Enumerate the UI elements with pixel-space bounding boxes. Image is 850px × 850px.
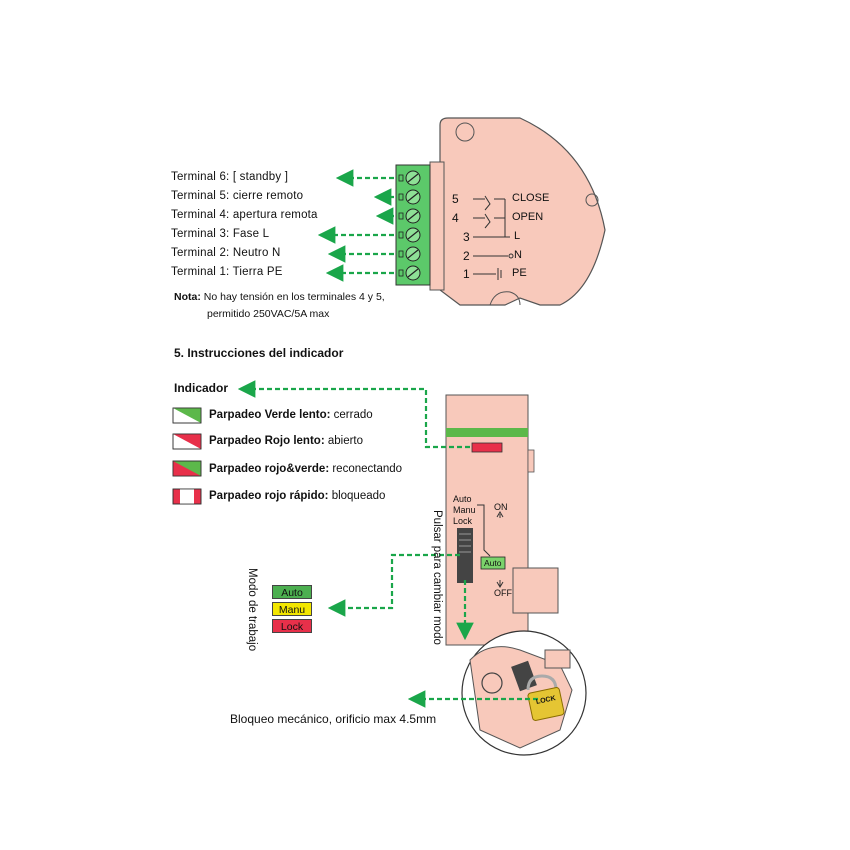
- label-close: CLOSE: [512, 192, 550, 204]
- terminal-2-label: Terminal 2: Neutro N: [171, 247, 281, 259]
- legend-bold-0: Parpadeo Verde lento:: [209, 409, 331, 421]
- terminal-5-label: Terminal 5: cierre remoto: [171, 190, 304, 202]
- device-housing-bottom: [445, 394, 559, 646]
- switch-label-off: OFF: [494, 588, 512, 598]
- legend-item-red-slow: Parpadeo Rojo lento: abierto: [209, 435, 363, 447]
- press-to-change-label: Pulsar para cambiar modo: [431, 510, 443, 645]
- switch-label-on: ON: [494, 502, 508, 512]
- legend-bold-1: Parpadeo Rojo lento:: [209, 435, 325, 447]
- label-n: N: [514, 249, 522, 261]
- indicator-label: Indicador: [174, 381, 229, 395]
- terminal-4-label: Terminal 4: apertura remota: [171, 209, 318, 221]
- legend-text-3: bloqueado: [328, 490, 386, 502]
- mode-box-manu: Manu: [272, 602, 312, 616]
- switch-label-manu: Manu: [453, 505, 476, 515]
- switch-label-auto: Auto: [453, 494, 472, 504]
- device-num-5: 5: [452, 192, 459, 206]
- device-num-4: 4: [452, 211, 459, 225]
- note-block: Nota: No hay tensión en los terminales 4…: [174, 289, 385, 306]
- switch-label-lock: Lock: [453, 516, 473, 526]
- internal-wiring: [473, 195, 514, 280]
- mode-box-lock: Lock: [272, 619, 312, 633]
- switch-auto-tag: Auto: [484, 558, 502, 568]
- legend-bold-3: Parpadeo rojo rápido:: [209, 490, 329, 502]
- mode-box-auto: Auto: [272, 585, 312, 599]
- note-line-2: permitido 250VAC/5A max: [207, 308, 330, 320]
- legend-item-green-slow: Parpadeo Verde lento: cerrado: [209, 409, 373, 421]
- legend-text-1: abierto: [324, 435, 364, 447]
- mechanical-lock-label: Bloqueo mecánico, orificio max 4.5mm: [230, 712, 437, 726]
- legend-text-0: cerrado: [330, 409, 373, 421]
- device-housing-top: [429, 117, 606, 306]
- terminal-3-label: Terminal 3: Fase L: [171, 228, 270, 240]
- legend-icons: [172, 407, 202, 505]
- note-line-1: No hay tensión en los terminales 4 y 5,: [203, 291, 385, 303]
- terminal-1-label: Terminal 1: Tierra PE: [171, 266, 283, 278]
- legend-item-red-green: Parpadeo rojo&verde: reconectando: [209, 463, 402, 475]
- note-prefix: Nota:: [174, 291, 201, 303]
- terminal-6-label: Terminal 6: [ standby ]: [171, 171, 289, 183]
- work-mode-label: Modo de trabajo: [246, 568, 258, 652]
- label-pe: PE: [512, 267, 527, 279]
- device-num-2: 2: [463, 249, 470, 263]
- lock-zoom-illustration: [461, 630, 587, 756]
- terminal-block: [395, 164, 431, 286]
- legend-item-red-fast: Parpadeo rojo rápido: bloqueado: [209, 490, 385, 502]
- label-open: OPEN: [512, 211, 544, 223]
- device-num-1: 1: [463, 267, 470, 281]
- device-num-3: 3: [463, 230, 470, 244]
- legend-text-2: reconectando: [329, 463, 403, 475]
- section-title: 5. Instrucciones del indicador: [174, 346, 344, 360]
- legend-bold-2: Parpadeo rojo&verde:: [209, 463, 330, 475]
- label-l: L: [514, 230, 521, 242]
